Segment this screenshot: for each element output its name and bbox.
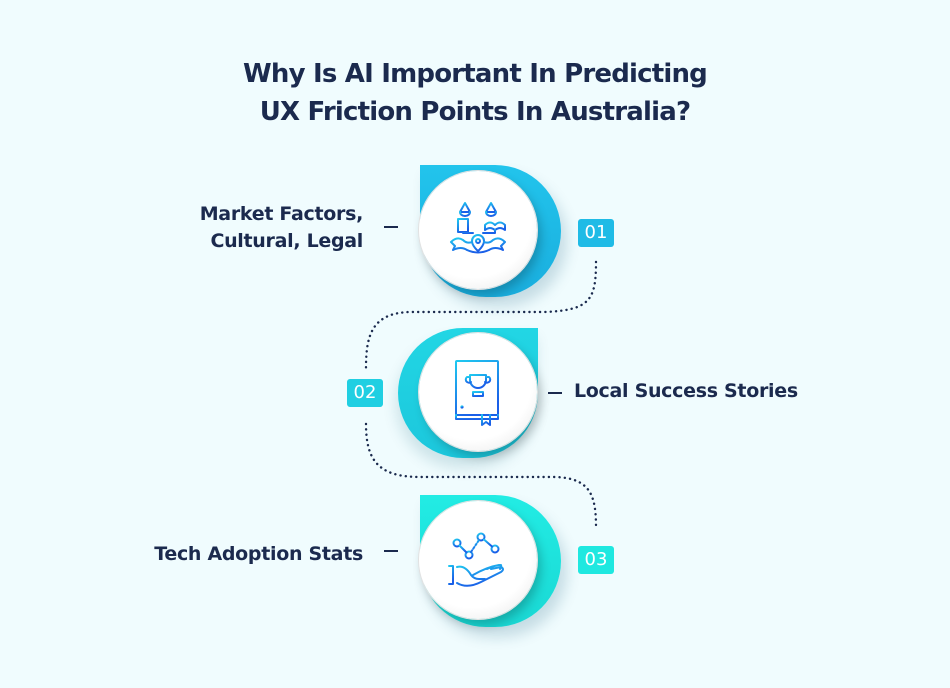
step-03-label-dash: [384, 550, 398, 552]
step-02-label: Local Success Stories: [574, 380, 798, 402]
step-02-number-badge: 02: [347, 379, 383, 407]
step-03-label: Tech Adoption Stats: [154, 543, 363, 565]
step-03-number-badge: 03: [578, 546, 614, 574]
step-02-icon-circle: [419, 333, 537, 451]
page-title: Why Is AI Important In Predicting UX Fri…: [0, 55, 950, 131]
step-02-label-dash: [548, 392, 562, 394]
step-01-label: Market Factors, Cultural, Legal: [199, 201, 364, 255]
step-03-icon-circle: [419, 501, 537, 619]
law-scale-location-icon: [450, 198, 506, 254]
step-01-icon-circle: [419, 171, 537, 289]
step-01-number-badge: 01: [578, 219, 614, 247]
step-01-label-dash: [384, 226, 398, 228]
hand-graph-icon: [448, 532, 504, 587]
trophy-book-icon: [455, 360, 499, 426]
step-01-label-line-1: Market Factors,: [199, 203, 364, 225]
title-line-2: UX Friction Points In Australia?: [259, 97, 691, 127]
step-01-label-line-2: Cultural, Legal: [210, 230, 363, 252]
title-line-1: Why Is AI Important In Predicting: [242, 59, 708, 89]
